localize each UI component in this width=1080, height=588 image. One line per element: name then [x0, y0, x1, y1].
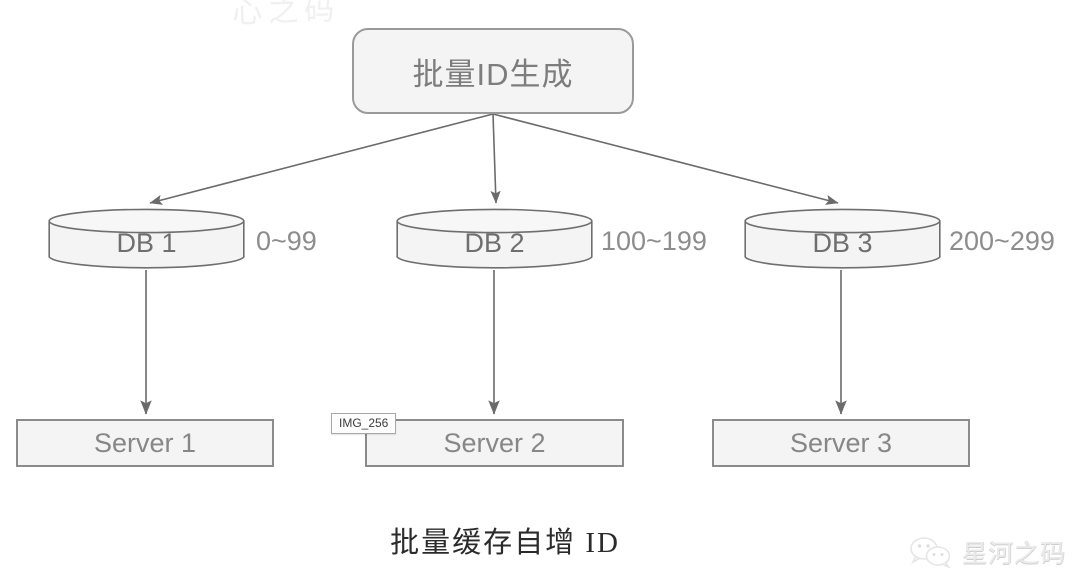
server-node-label: Server 3: [789, 427, 893, 458]
db2-range-label: 100~199: [601, 226, 707, 256]
database-node-label: DB 3: [812, 227, 873, 258]
cylinder-icon: [744, 208, 941, 269]
database-node-db2[interactable]: DB 2: [396, 208, 593, 270]
server-node-label: Server 1: [93, 427, 197, 458]
database-node-label: DB 2: [464, 227, 525, 258]
database-node-db1[interactable]: DB 1: [48, 208, 245, 270]
server-node-server3[interactable]: Server 3: [712, 419, 970, 467]
edge-process-to-db2: [490, 113, 501, 204]
top-watermark: 心之码: [231, 0, 341, 30]
server-node-server2[interactable]: Server 2: [365, 419, 624, 467]
wechat-icon: [910, 537, 951, 568]
cylinder-icon: [396, 208, 593, 269]
edge-process-to-db3: [492, 113, 839, 205]
process-node-label: 批量ID生成: [412, 56, 574, 92]
server-node-server1[interactable]: Server 1: [16, 419, 274, 467]
server-node-label: Server 2: [443, 427, 546, 458]
process-node-batch-id-generator[interactable]: 批量ID生成: [352, 28, 634, 114]
image-placeholder-chip[interactable]: IMG_256: [331, 413, 397, 434]
edge-process-to-db1: [149, 113, 494, 205]
database-node-label: DB 1: [116, 227, 177, 258]
db1-range-label: 0~99: [256, 226, 317, 256]
db3-range-label: 200~299: [949, 226, 1055, 256]
brand-watermark: 星河之码: [909, 534, 1066, 570]
diagram-caption: 批量缓存自增 ID: [390, 527, 620, 559]
cylinder-icon: [48, 208, 245, 269]
database-node-db3[interactable]: DB 3: [744, 208, 941, 270]
brand-watermark-text: 星河之码: [961, 541, 1066, 568]
